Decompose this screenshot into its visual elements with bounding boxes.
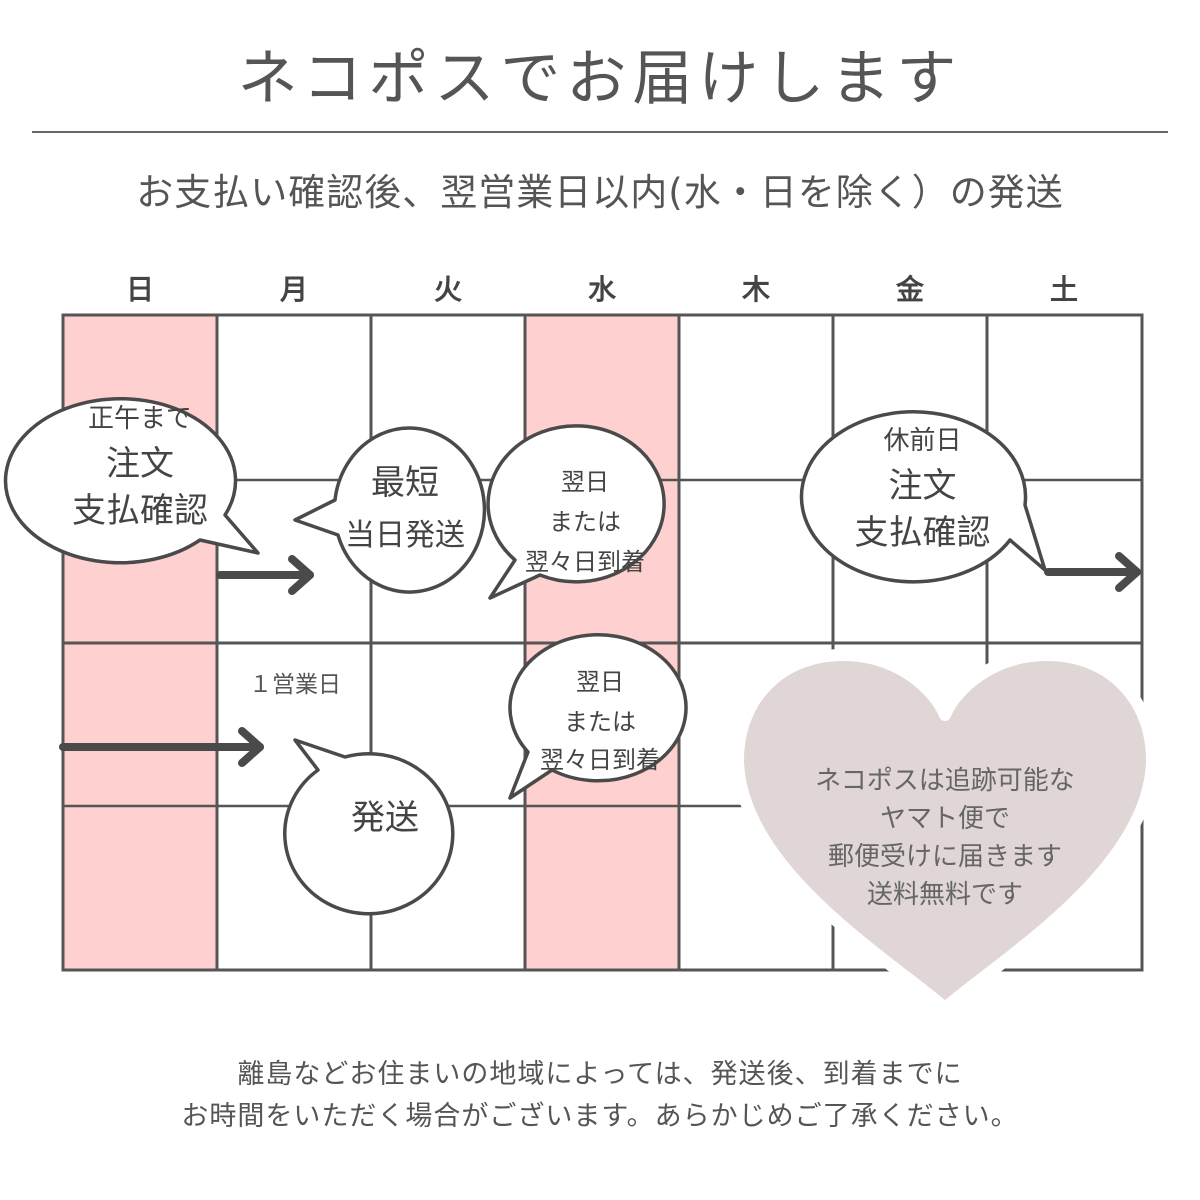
heart-line3: 郵便受けに届きます <box>827 842 1062 872</box>
day-fri: 金 <box>895 273 924 306</box>
day-thu: 木 <box>741 273 770 306</box>
title-divider <box>32 131 1168 133</box>
footer-note-line1: 離島などお住まいの地域によっては、発送後、到着までに <box>237 1059 963 1090</box>
shortest-bubble-line2: 当日発送 <box>345 518 465 553</box>
nextday-bubble-1-line2: または <box>549 508 621 536</box>
heart-line1: ネコポスは追跡可能な <box>815 766 1075 796</box>
holiday-bubble <box>799 410 1047 584</box>
noon-bubble <box>3 396 260 565</box>
nextday-bubble-2-line2: または <box>564 708 636 736</box>
heart-line2: ヤマト便で <box>879 804 1010 834</box>
day-tue: 火 <box>433 273 462 306</box>
day-sat: 土 <box>1049 273 1078 306</box>
arrow-right-icon <box>59 727 264 767</box>
shortest-bubble-line1: 最短 <box>371 463 439 503</box>
nextday-bubble-2-line1: 翌日 <box>576 668 624 696</box>
ship-bubble-label: 発送 <box>351 798 419 838</box>
ship-bubble <box>283 738 455 916</box>
noon-bubble-line1: 正午まで <box>87 404 192 434</box>
shortest-bubble <box>293 426 487 594</box>
holiday-bubble-line1: 休前日 <box>883 426 962 456</box>
nextday-bubble-1-line1: 翌日 <box>561 468 609 496</box>
heart-shape <box>732 649 1158 1014</box>
page-subtitle: お支払い確認後、翌営業日以内(水・日を除く）の発送 <box>136 171 1064 214</box>
heart-line4: 送料無料です <box>866 880 1023 910</box>
arrow-right-icon <box>216 555 314 595</box>
footer-note-line2: お時間をいただく場合がございます。あらかじめご了承ください。 <box>181 1101 1019 1132</box>
holiday-bubble-line2: 注文 <box>888 466 957 506</box>
page-title: ネコポスでお届けします <box>237 44 963 114</box>
nextday-bubble-1 <box>486 424 666 600</box>
business-day-label: １営業日 <box>249 672 341 698</box>
noon-bubble-line3: 支払確認 <box>72 491 208 531</box>
nextday-bubble-2 <box>508 633 688 800</box>
day-sun: 日 <box>125 273 154 306</box>
noon-bubble-line2: 注文 <box>106 444 174 484</box>
holiday-bubble-line3: 支払確認 <box>854 513 991 553</box>
arrow-right-icon <box>1044 552 1141 592</box>
nextday-bubble-1-line3: 翌々日到着 <box>525 548 645 576</box>
nextday-bubble-2-line3: 翌々日到着 <box>540 746 660 774</box>
day-mon: 月 <box>279 273 308 306</box>
day-wed: 水 <box>587 273 616 306</box>
